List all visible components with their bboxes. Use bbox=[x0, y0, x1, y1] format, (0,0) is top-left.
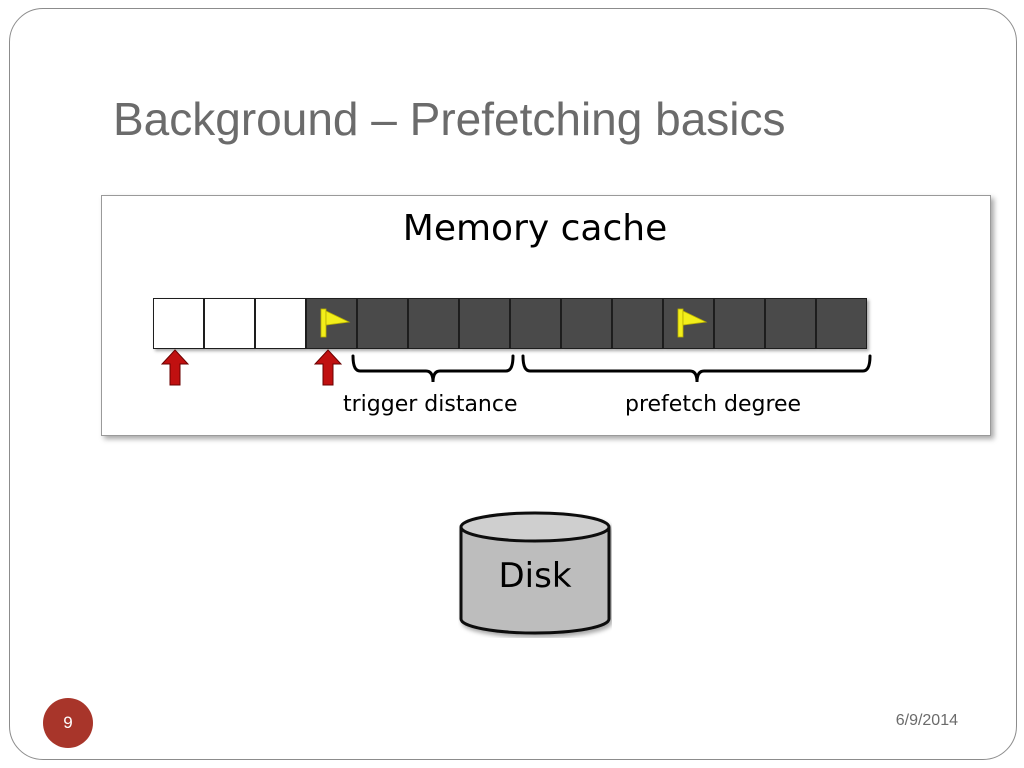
prefetch-degree-label: prefetch degree bbox=[625, 392, 802, 417]
arrow-up-icon bbox=[314, 349, 342, 386]
cache-block bbox=[765, 298, 816, 349]
disk-icon bbox=[459, 511, 611, 635]
cache-block bbox=[510, 298, 561, 349]
cache-block bbox=[408, 298, 459, 349]
cache-block bbox=[459, 298, 510, 349]
cache-block bbox=[612, 298, 663, 349]
slide-date: 6/9/2014 bbox=[895, 712, 958, 729]
cache-block bbox=[255, 298, 306, 349]
cache-block bbox=[357, 298, 408, 349]
flag-icon bbox=[320, 308, 351, 338]
arrow-up-icon bbox=[161, 349, 189, 386]
flag-icon bbox=[677, 308, 708, 338]
cache-block bbox=[816, 298, 867, 349]
cache-block bbox=[561, 298, 612, 349]
page-number-badge: 9 bbox=[43, 698, 93, 748]
slide-title: Background – Prefetching basics bbox=[113, 93, 786, 145]
cache-block bbox=[204, 298, 255, 349]
cache-block bbox=[714, 298, 765, 349]
disk-label: Disk bbox=[498, 556, 572, 596]
brace-icon bbox=[351, 354, 515, 383]
trigger-distance-label: trigger distance bbox=[343, 392, 518, 417]
cache-block bbox=[153, 298, 204, 349]
brace-icon bbox=[521, 354, 872, 383]
memory-cache-label: Memory cache bbox=[402, 208, 668, 249]
